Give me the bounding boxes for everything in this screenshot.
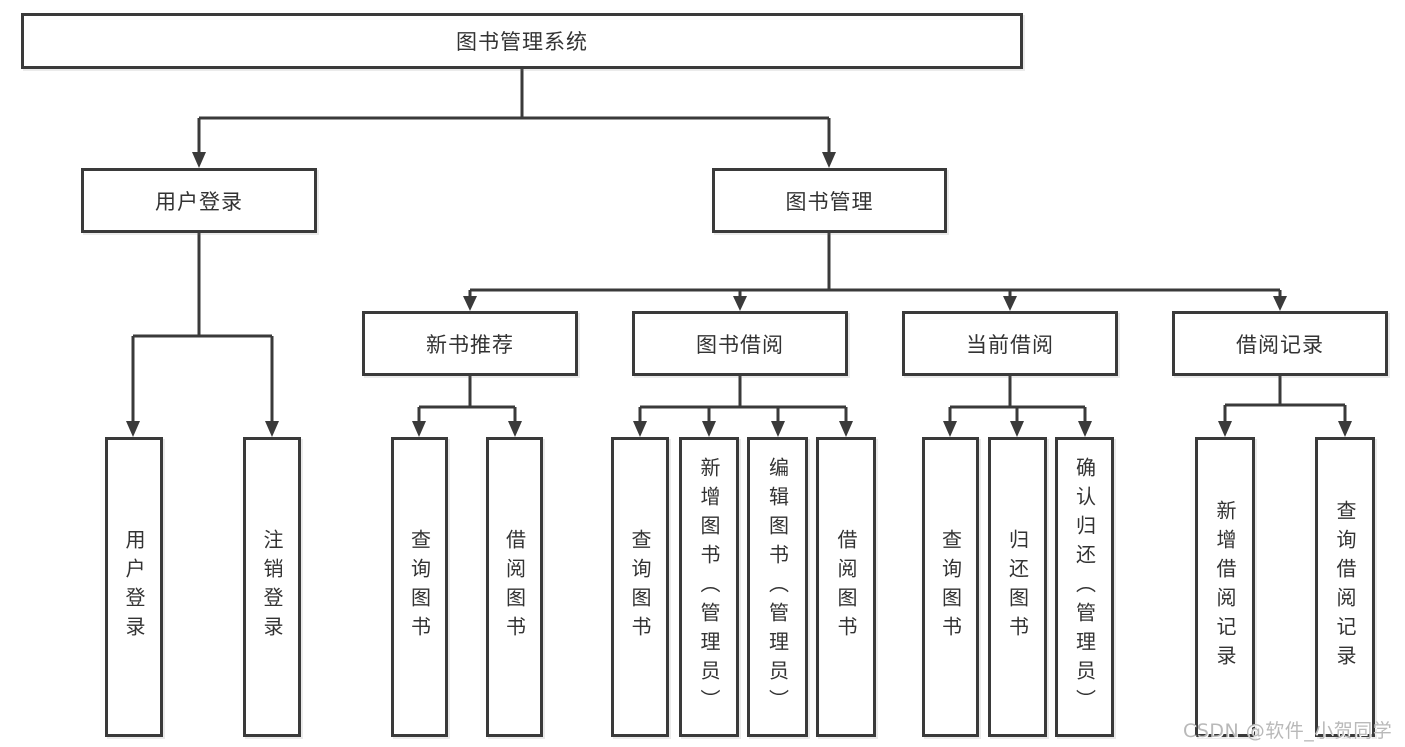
node-borrow-records-label: 借阅记录 <box>1236 332 1324 357</box>
leaf-rec-borrow-books: 借阅图书 <box>486 437 543 737</box>
arrowheads <box>126 152 1352 437</box>
leaf-edit-books-admin-label: 编辑图书（管理员） <box>765 456 790 718</box>
leaf-add-books-admin-label: 新增图书（管理员） <box>697 456 721 718</box>
leaf-return-books-label: 归还图书 <box>1005 529 1030 645</box>
leaf-add-books-admin: 新增图书（管理员） <box>679 437 739 737</box>
node-current-borrow-label: 当前借阅 <box>966 332 1054 357</box>
node-book-management: 图书管理 <box>712 168 947 233</box>
leaf-return-books: 归还图书 <box>988 437 1047 737</box>
leaf-current-query-books: 查询图书 <box>922 437 979 737</box>
node-user-login-label: 用户登录 <box>155 189 243 214</box>
leaf-borrow-query-books-label: 查询图书 <box>628 529 652 645</box>
node-user-login: 用户登录 <box>81 168 317 233</box>
node-current-borrow: 当前借阅 <box>902 311 1118 376</box>
leaf-borrow-books: 借阅图书 <box>816 437 876 737</box>
node-book-borrow-label: 图书借阅 <box>696 332 784 357</box>
leaf-rec-query-books: 查询图书 <box>391 437 448 737</box>
leaf-borrow-query-books: 查询图书 <box>611 437 669 737</box>
node-book-management-label: 图书管理 <box>785 189 874 214</box>
leaf-query-borrow-record: 查询借阅记录 <box>1315 437 1375 737</box>
leaf-confirm-return-admin: 确认归还（管理员） <box>1055 437 1114 737</box>
node-new-book-recommend-label: 新书推荐 <box>426 332 514 357</box>
leaf-confirm-return-admin-label: 确认归还（管理员） <box>1072 456 1097 718</box>
node-borrow-records: 借阅记录 <box>1172 311 1388 376</box>
node-root-system-label: 图书管理系统 <box>456 30 588 54</box>
leaf-add-borrow-record: 新增借阅记录 <box>1195 437 1255 737</box>
leaf-rec-borrow-books-label: 借阅图书 <box>502 529 527 645</box>
node-root-system: 图书管理系统 <box>21 13 1023 69</box>
leaf-user-login: 用户登录 <box>105 437 163 737</box>
leaf-query-borrow-record-label: 查询借阅记录 <box>1333 500 1357 674</box>
leaf-add-borrow-record-label: 新增借阅记录 <box>1213 500 1237 674</box>
node-new-book-recommend: 新书推荐 <box>362 311 578 376</box>
node-book-borrow: 图书借阅 <box>632 311 848 376</box>
leaf-logout: 注销登录 <box>243 437 301 737</box>
leaf-logout-label: 注销登录 <box>260 529 284 645</box>
leaf-current-query-books-label: 查询图书 <box>938 529 963 645</box>
leaf-borrow-books-label: 借阅图书 <box>834 529 858 645</box>
leaf-edit-books-admin: 编辑图书（管理员） <box>747 437 808 737</box>
csdn-watermark: CSDN @软件_小贺同学 <box>1183 720 1393 742</box>
leaf-rec-query-books-label: 查询图书 <box>407 529 432 645</box>
leaf-user-login-label: 用户登录 <box>122 529 146 645</box>
